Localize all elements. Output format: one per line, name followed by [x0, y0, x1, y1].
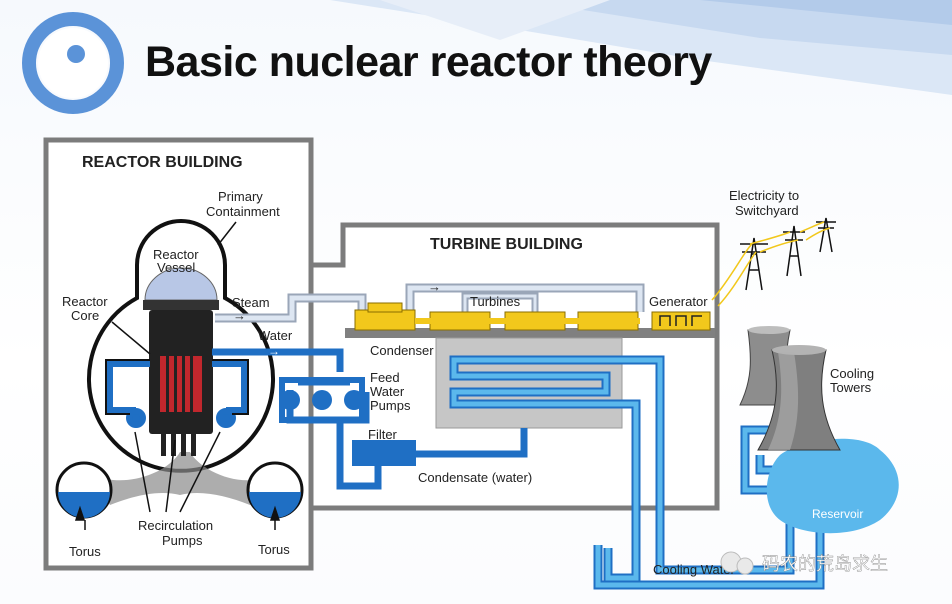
filter-label: Filter — [368, 427, 398, 442]
reactor-core-label-2: Core — [71, 308, 99, 323]
torus-left — [55, 461, 113, 519]
svg-text:→: → — [428, 279, 441, 294]
turbines-label: Turbines — [470, 294, 521, 309]
reactor-core-label-1: Reactor — [62, 294, 108, 309]
filter-box — [352, 440, 416, 466]
generator-label: Generator — [649, 294, 708, 309]
reactor-vessel-label-2: Vessel — [157, 260, 195, 275]
turbine-floor — [345, 328, 715, 338]
cooling-towers-label-1: Cooling — [830, 366, 874, 381]
primary-containment-label-1: Primary — [218, 189, 263, 204]
feed-water-pumps-icon — [279, 377, 365, 423]
primary-containment-label-2: Containment — [206, 204, 280, 219]
condenser-box — [435, 337, 623, 429]
water-label: Water — [258, 328, 293, 343]
reservoir — [766, 438, 899, 534]
reservoir-label: Reservoir — [812, 507, 863, 521]
feed-water-pumps-label-3: Pumps — [370, 398, 411, 413]
recirculation-loops-outline — [105, 359, 249, 415]
feed-water-pumps-label-1: Feed — [370, 370, 400, 385]
torus-left-label: Torus — [69, 544, 101, 559]
cooling-towers — [739, 326, 841, 451]
generator — [651, 311, 711, 331]
turbine-crossover-pipes — [405, 283, 645, 312]
condenser-label: Condenser — [370, 343, 434, 358]
feed-water-pumps-label-2: Water — [370, 384, 405, 399]
cooling-water-label: Cooling Water — [653, 562, 736, 577]
torus-right-label: Torus — [258, 542, 290, 557]
svg-text:→: → — [233, 308, 246, 323]
reactor-building-label: REACTOR BUILDING — [82, 154, 243, 171]
recirculation-loops — [107, 361, 247, 428]
header-decoration — [330, 0, 952, 95]
cooling-towers-label-2: Towers — [830, 380, 872, 395]
turbines — [354, 302, 640, 331]
recirculation-pumps-label-1: Recirculation — [138, 518, 213, 533]
watermark: 码农的荒岛求生 — [720, 551, 888, 575]
annotation-arrows — [74, 221, 281, 530]
page-title: Basic nuclear reactor theory — [145, 38, 712, 86]
condensate-label: Condensate (water) — [418, 470, 532, 485]
watermark-text: 码农的荒岛求生 — [762, 554, 888, 574]
target-circle-icon — [22, 12, 124, 114]
reactor-vessel — [143, 267, 219, 456]
electricity-label-1: Electricity to — [729, 188, 799, 203]
containment-vents — [92, 452, 272, 505]
reactor-vessel-label-1: Reactor — [153, 247, 199, 262]
recirculation-pumps-label-2: Pumps — [162, 533, 203, 548]
turbine-building-label: TURBINE BUILDING — [430, 236, 583, 253]
svg-text:→: → — [268, 344, 280, 358]
electricity-label-2: Switchyard — [735, 203, 799, 218]
steam-label: Steam — [232, 295, 270, 310]
transmission-towers-icon — [711, 217, 836, 307]
